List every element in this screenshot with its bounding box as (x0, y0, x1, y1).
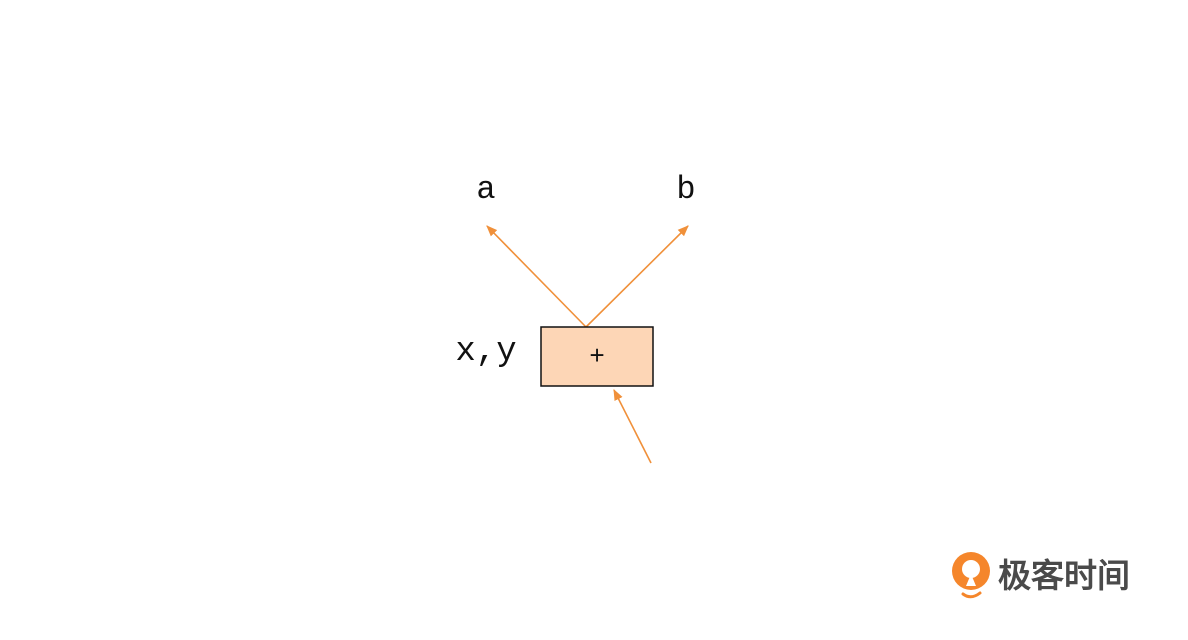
node-caption: x,y (455, 333, 516, 371)
operator-node-label: + (589, 342, 605, 372)
edge-node-to-b (585, 225, 689, 328)
geektime-logo-icon (952, 552, 990, 599)
edge-incoming (613, 389, 652, 464)
brand-logo: 极客时间 (952, 552, 1130, 599)
target-label-b: b (676, 171, 695, 208)
edge-node-to-a (486, 225, 587, 328)
operator-node-box (540, 326, 654, 387)
brand-name: 极客时间 (998, 556, 1130, 595)
target-label-a: a (476, 171, 495, 208)
